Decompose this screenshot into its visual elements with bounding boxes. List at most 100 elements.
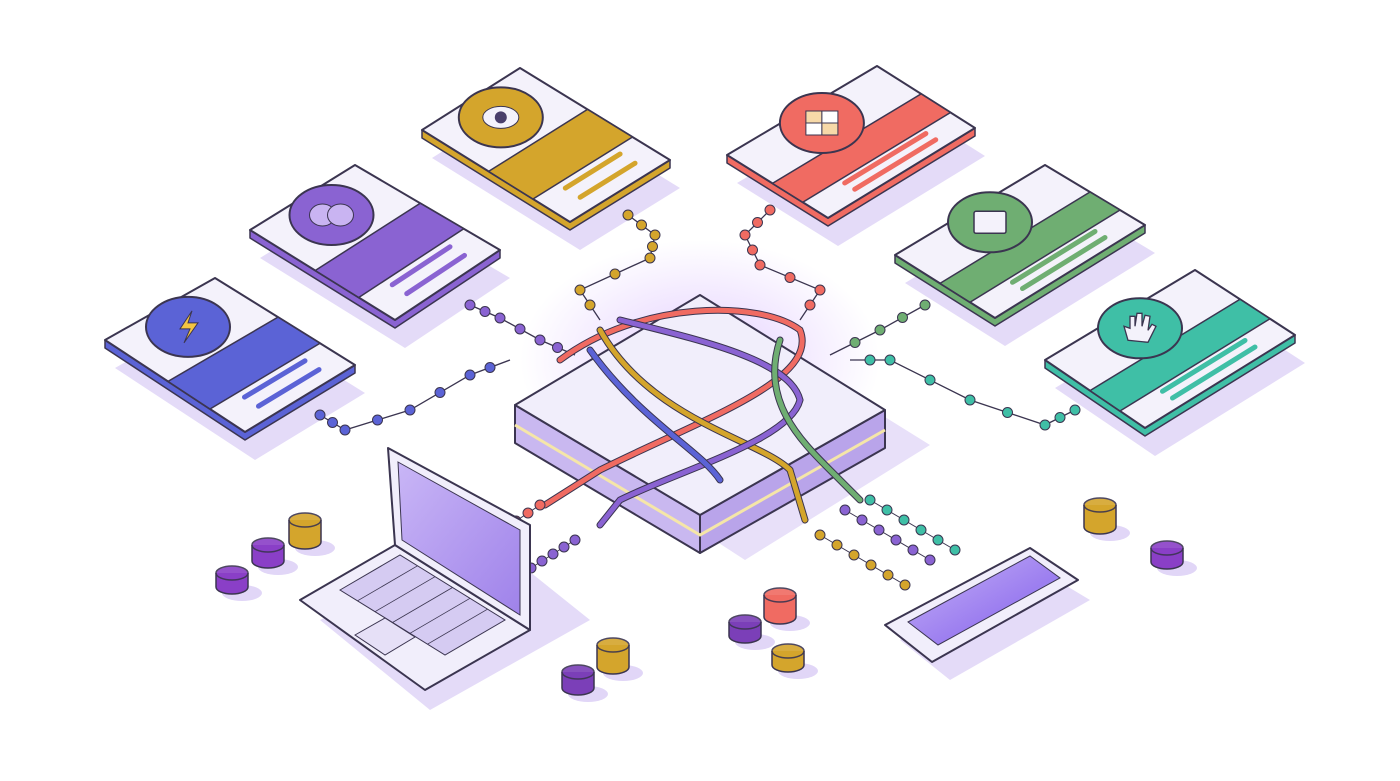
bead [536,555,548,567]
card-text-line [842,131,929,186]
bead [881,504,893,516]
card-text-line [1010,228,1098,285]
connector-bead [874,324,886,336]
connector-bead [764,204,776,216]
puzzle-piece [821,122,839,136]
puzzle-piece [805,110,823,124]
connector-bead [514,323,526,335]
data-cylinder [288,512,335,556]
cylinder-body [1083,505,1117,535]
bead [915,524,927,536]
card-color-band [938,191,1122,304]
card-color-band [1088,298,1272,412]
card-text-line [389,244,453,288]
connector-bead [814,284,826,296]
connector-bead [919,299,931,311]
agent-card-2 [249,164,576,356]
connector-bead [552,342,563,353]
data-cylinder [728,614,775,650]
data-cable [587,347,723,483]
connector-bead [484,362,496,373]
eye-pupil [494,111,507,124]
bead [569,534,581,546]
bead [534,499,546,511]
puzzle-piece [821,110,839,124]
lightning-glyph [179,310,199,344]
book-glyph [973,210,1007,235]
agent-card-6 [850,269,1305,456]
cylinder-top [763,587,797,603]
connector-bead [849,337,861,348]
bead [547,548,559,560]
data-cable [597,317,803,528]
connector-bead [404,404,416,416]
cylinder-top [288,512,322,528]
keyboard-row [374,576,436,613]
connector-bead [924,374,936,386]
data-cylinder [763,587,810,631]
phone-screen [907,555,1061,646]
cylinder-top [1083,497,1117,513]
connector-bead [339,424,351,436]
cylinder-top [771,643,805,659]
connector-bead [1039,419,1051,431]
connector-bead [647,241,658,252]
data-cylinder [561,664,608,702]
bead [522,507,534,519]
bead [831,539,843,551]
connector-bead [784,272,796,283]
data-cylinder [596,637,643,681]
brain-right [327,203,354,227]
cylinder-body [596,645,630,675]
connector-bead [649,229,661,241]
data-cylinder [1150,540,1197,576]
connector-bead [897,312,908,323]
connector-bead [494,312,506,324]
card-text-line [1170,344,1258,401]
connector-bead [636,219,647,231]
card-text-line [562,151,623,191]
data-cylinder [771,643,818,679]
connector-bead [1069,404,1081,416]
card-text-line [1160,337,1248,394]
connector-bead [752,217,763,228]
laptop-icon [299,447,590,710]
data-cylinder [251,537,298,575]
connector-bead [574,284,586,296]
connector-bead [464,299,476,311]
connector-bead [644,252,656,264]
card-text-line [256,367,322,409]
agent-card-1 [104,277,511,460]
connector-bead [584,299,596,311]
card-color-band [313,202,466,299]
connector-bead [534,334,546,346]
bead [848,549,860,561]
agent-card-5 [829,164,1155,356]
connector-bead [884,354,896,366]
bead [924,554,936,566]
card-text-line [1020,235,1108,292]
bead [856,514,868,526]
bead [932,534,944,546]
connector-bead [864,354,876,366]
data-cable [542,307,805,508]
connector-bead [464,369,476,381]
bead [814,529,826,541]
connector-bead [609,268,621,280]
connector-bead [479,306,491,317]
connector-bead [1002,407,1013,418]
laptop-trackpad [354,617,416,656]
connector-bead [964,394,976,406]
card-text-line [852,137,939,192]
bead [873,524,885,536]
cylinder-body [763,595,797,625]
connector-bead [747,244,758,256]
puzzle-piece [805,122,823,136]
card-text-line [404,252,467,297]
bead [949,544,961,556]
card-text-line [242,358,308,400]
data-cylinder [1083,497,1130,541]
keyboard-row [357,565,418,602]
bead [907,544,919,556]
keyboard-row [392,587,453,623]
